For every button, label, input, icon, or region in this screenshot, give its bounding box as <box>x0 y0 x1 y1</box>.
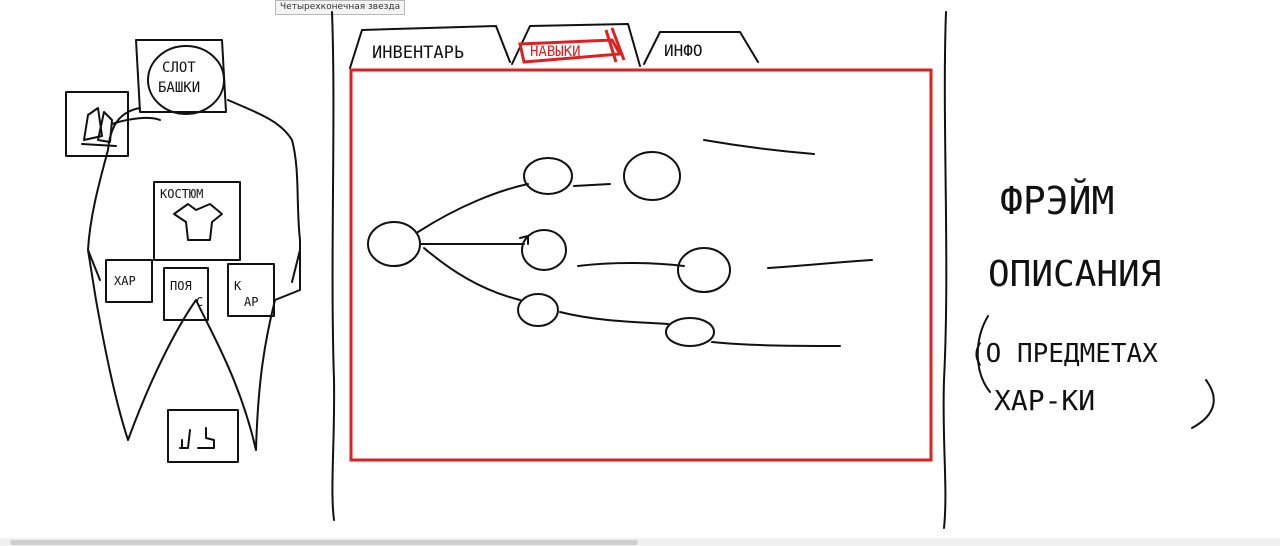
tooltip: Четырехконечная звезда <box>275 0 406 15</box>
item-sketch-icon <box>81 107 117 147</box>
skill-node <box>623 151 681 201</box>
slot-right[interactable] <box>227 263 275 317</box>
boots-icon <box>179 427 215 449</box>
left-slot-label: ХАР <box>114 274 136 288</box>
shirt-icon <box>173 203 223 241</box>
description-line-4: ХАР-КИ <box>994 384 1095 417</box>
head-slot[interactable] <box>135 39 227 115</box>
head-slot-label: СЛОТ <box>162 60 196 76</box>
tab-inventory[interactable] <box>349 25 511 69</box>
belt-slot[interactable] <box>163 267 209 321</box>
right-slot-label: К <box>234 279 242 293</box>
boots-slot[interactable] <box>167 409 239 463</box>
costume-label: КОСТЮМ <box>160 187 203 201</box>
belt-label: ПОЯ <box>170 279 192 293</box>
skill-node <box>367 221 421 267</box>
right-slot-label-2: АР <box>244 295 258 309</box>
description-close-paren: ) <box>1200 411 1201 413</box>
skill-node <box>665 317 715 347</box>
skill-node <box>517 293 559 327</box>
tab-info[interactable] <box>643 31 759 65</box>
belt-label-2: С <box>196 295 203 309</box>
description-line-3: (О ПРЕДМЕТАХ <box>970 339 1158 369</box>
divider-left <box>331 11 336 521</box>
description-title-1: ФРЭЙМ <box>1000 179 1114 223</box>
tab-skills-highlight[interactable] <box>518 27 626 64</box>
costume-slot[interactable] <box>153 181 241 261</box>
slot-left[interactable] <box>105 259 153 303</box>
tab-inventory-label[interactable]: ИНВЕНТАРЬ <box>372 43 464 63</box>
skill-node <box>521 229 567 271</box>
skill-tree <box>367 139 873 347</box>
tab-skills-label[interactable]: НАВЫКИ <box>530 44 581 60</box>
description-title-2: ОПИСАНИЯ <box>988 254 1161 295</box>
skill-node <box>677 247 731 293</box>
scrollbar-thumb[interactable] <box>10 540 638 545</box>
bracket-close <box>1191 379 1215 429</box>
divider-right <box>942 11 948 529</box>
hand-slot[interactable] <box>65 91 161 157</box>
body-outline <box>87 99 301 451</box>
horizontal-scrollbar[interactable] <box>0 538 1280 546</box>
skill-node <box>523 157 573 195</box>
skills-panel <box>349 68 933 462</box>
bracket-open <box>976 315 991 393</box>
head-slot-label-2: БАШКИ <box>158 80 200 96</box>
tab-info-label[interactable]: ИНФО <box>664 41 703 60</box>
